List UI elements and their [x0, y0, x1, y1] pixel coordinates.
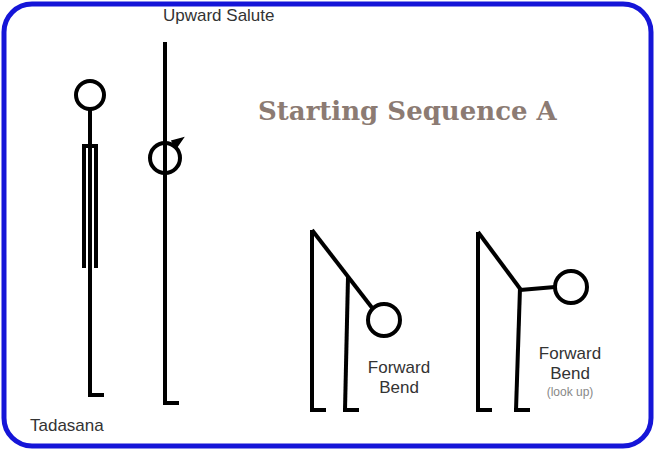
neck-line	[520, 287, 555, 290]
pose-label: Tadasana	[30, 416, 104, 436]
foot-line	[163, 401, 179, 405]
frame-border	[4, 4, 651, 446]
head-tick	[172, 138, 183, 148]
arm-line	[94, 146, 98, 268]
torso-line	[312, 230, 373, 309]
tadasana-figure	[76, 81, 104, 395]
arm-line	[82, 146, 86, 268]
head-circle	[368, 304, 400, 336]
foot-line	[476, 408, 492, 412]
forward-bend-look-up-figure	[476, 232, 587, 410]
leg-line	[476, 232, 480, 410]
diagram-title: Starting Sequence A	[258, 97, 557, 127]
pose-label: Forward Bend	[530, 344, 610, 383]
body-line	[88, 109, 92, 395]
foot-line	[343, 408, 359, 412]
head-circle	[76, 81, 104, 109]
pose-note: (look up)	[547, 386, 594, 400]
pose-label: Forward Bend	[359, 358, 439, 397]
leg-line	[345, 277, 348, 410]
pose-label: Upward Salute	[163, 6, 275, 26]
body-line	[163, 42, 167, 403]
torso-line	[478, 232, 521, 290]
leg-line	[310, 230, 314, 410]
head-circle	[555, 271, 587, 303]
foot-line	[514, 408, 530, 412]
foot-line	[88, 393, 104, 397]
leg-line	[516, 288, 520, 410]
foot-line	[310, 408, 326, 412]
upward-salute-figure	[150, 42, 183, 403]
